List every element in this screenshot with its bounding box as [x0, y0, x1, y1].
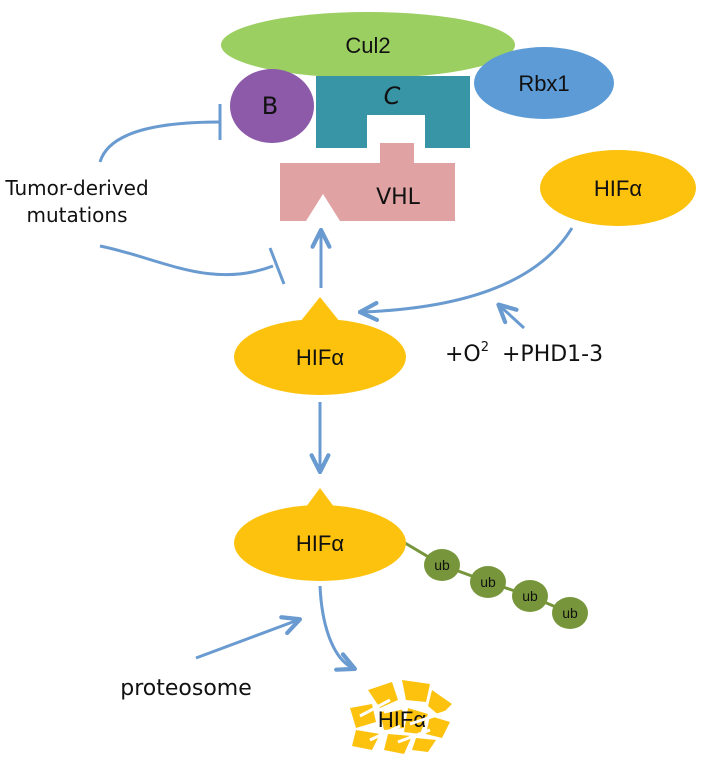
inhibit-line-vhl	[99, 244, 274, 277]
phd-label: +PHD1-3	[502, 342, 603, 367]
c-label: C	[384, 82, 401, 110]
cul2-shape	[221, 12, 515, 78]
vhl-shape	[280, 143, 455, 221]
vhl-label: VHL	[376, 185, 421, 210]
hif-hydroxylated-shape	[234, 319, 406, 395]
hif-hydroxylated-peak	[300, 297, 340, 322]
svg-text:ub: ub	[434, 557, 450, 573]
ub-1: ub	[424, 549, 460, 581]
hif-free-shape	[540, 150, 696, 226]
ub-2: ub	[470, 566, 506, 598]
b-shape	[230, 69, 314, 143]
ub-3: ub	[512, 580, 548, 612]
ub-4: ub	[552, 597, 588, 629]
rbx1-label: Rbx1	[518, 71, 569, 96]
c-shape	[316, 76, 470, 148]
svg-text:ub: ub	[480, 574, 496, 590]
hif-ubiquitinated-label: HIFα	[296, 531, 344, 556]
tumor-label-line1: Tumor-derived	[4, 176, 148, 200]
hif-degraded: HIFα	[350, 680, 452, 754]
hif-free-label: HIFα	[594, 176, 642, 201]
arrow-oxygen	[496, 302, 526, 330]
inhibit-bar-vhl	[268, 247, 286, 285]
rbx1-shape	[474, 47, 614, 119]
arrow-hif-to-hydroxylated	[357, 227, 574, 322]
tumor-label-line2: mutations	[27, 203, 128, 227]
hif-ubiquitinated-shape	[234, 505, 406, 581]
b-label: B	[262, 92, 278, 120]
cul2-label: Cul2	[345, 33, 390, 58]
proteosome-label: proteosome	[120, 676, 252, 701]
oxygen-label: +O2	[445, 340, 489, 367]
inhibit-line-b	[98, 120, 221, 163]
hif-hydroxylated-label: HIFα	[296, 345, 344, 370]
svg-text:ub: ub	[562, 605, 578, 621]
arrow-to-degradation	[318, 585, 358, 672]
svg-text:ub: ub	[522, 588, 538, 604]
arrow-proteosome	[195, 615, 303, 660]
